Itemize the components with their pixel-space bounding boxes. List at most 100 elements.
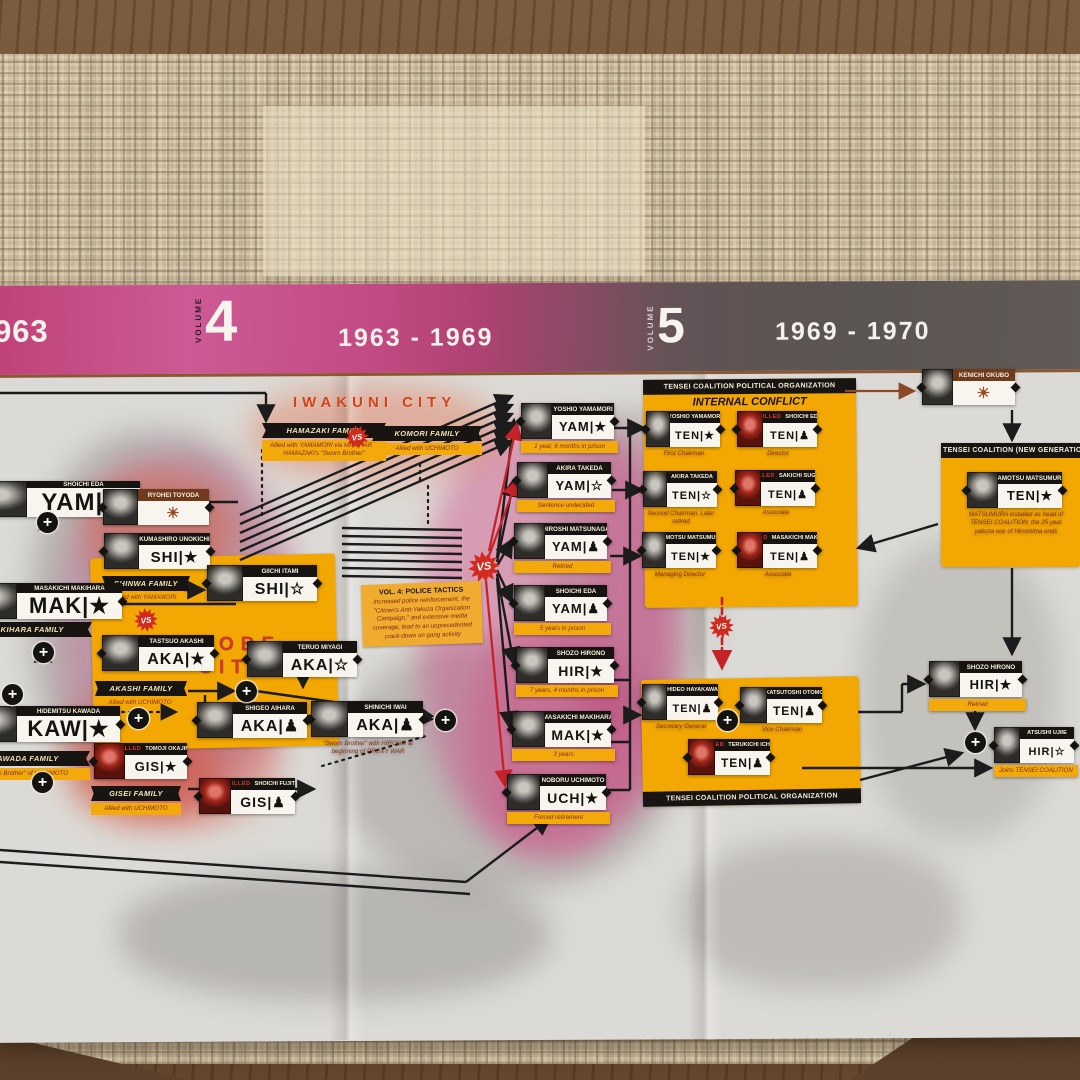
infobox-body: Increased police reinforcement, the "Cit… [372,595,473,641]
connector [341,566,463,572]
card-caption: Second Chairman; Later retired [647,510,715,526]
connector [855,522,939,553]
card-tag: GIS|♟ [231,790,295,814]
connector [495,537,514,567]
card-tag: KAW|★ [17,716,120,742]
card-right: KILLEDTERUKICHI ICHIOKATEN|♟ [715,739,770,775]
family-banner-akashi-family: AKASHI FAMILY Allied with UCHIMOTO [95,681,187,706]
card-name-header: SHOZO HIRONO [960,661,1022,673]
killed-label: KILLED [761,473,775,479]
card-tag: ☀ [953,381,1015,405]
card-name: KUMASHIRO UNOKICHI [139,535,210,543]
portrait-photo [514,585,545,621]
portrait-photo [688,739,715,775]
card-name: YOSHIO YAMAMORI [670,414,720,420]
family-banner-makihara-family: MAKIHARA FAMILY [0,622,92,637]
card-tag: TEN|★ [998,484,1062,508]
card-tag: SHI|★ [139,545,210,569]
portrait-photo [735,470,761,506]
card-name-header: HIROSHI MATSUNAGA [545,523,607,535]
card-okubo: KENICHI OKUBO☀ [922,369,1015,405]
card-caption: First Chairman [663,450,705,457]
card-caption: Director [767,450,789,457]
card-caption: 3 years [512,749,615,762]
portrait-photo [929,661,960,697]
card-name: MASAKICHI MAKIHARA [34,584,105,592]
portrait-photo [517,462,548,498]
card-name: GIICHI ITAMI [261,567,299,575]
card-name: AKIRA TAKEDA [671,474,713,480]
card-name-header: YOSHIO YAMAMORI [552,403,614,415]
card-name: YOSHIO YAMAMORI [553,405,613,413]
portrait-photo [643,471,667,507]
connector [0,848,467,884]
iwakuni-city-label: IWAKUNI CITY [293,394,457,411]
portrait-photo [514,523,545,559]
card-name: SHIGEO AIHARA [245,704,295,712]
card-unokichi: KUMASHIRO UNOKICHI SHI|★ [104,533,210,569]
card-right: KILLEDTOMOJI OKAJIMAGIS|★ [125,743,187,779]
portrait-photo [740,687,767,723]
connector [495,569,514,605]
family-banner-caption: Allied with UCHIMOTO [108,699,172,706]
card-caption: Vice Chairman [761,726,803,733]
card-name-header: SHIGEO AIHARA [233,702,307,714]
card-name: MASAKICHI MAKIHARA [771,535,817,541]
connector [465,816,552,883]
card-name-header: RYOHEI TOYODA [138,489,209,501]
card-tag: TEN|♟ [767,699,822,723]
card-name-header: KILLEDSAKICHI SUGITA [761,470,815,482]
card-name-header: KENICHI OKUBO [953,369,1015,381]
killed-label: KILLED [715,742,725,748]
family-banner-caption: Allied with YAMAMORI via MAKIHARA, HAMAZ… [262,440,386,461]
portrait-photo [247,641,283,677]
portrait-photo [642,532,666,568]
portrait-photo [521,403,552,439]
police-tactics-infobox: VOL. 4: POLICE TACTICS Increased police … [360,580,484,648]
card-name-header: TAMOTSU MATSUMURA [666,532,716,544]
connector [495,573,521,667]
card-name: HIDEMITSU KAWADA [36,707,101,715]
connector [341,542,463,548]
card-tag: UCH|★ [540,786,606,810]
card-name-header: AKIRA TAKEDA [667,471,717,483]
card-right: RYOHEI TOYODA☀ [138,489,209,525]
family-banner-ribbon: AKASHI FAMILY [95,681,187,696]
card-name: SHOZO HIRONO [556,649,606,657]
portrait-photo [199,778,231,814]
card-name: TERUO MIYAGI [297,643,343,651]
card-name-header: HIDEMITSU KAWADA [17,706,120,716]
card-tag: YAM|☆ [548,474,611,498]
card-name-header: KILLEDTOMOJI OKAJIMA [125,743,187,755]
card-name-header: AKIRA TAKEDA [548,462,611,474]
portrait-photo [737,532,763,568]
card-name: ATSUSHI UJIIE [1027,730,1067,736]
card-tag: MAK|★ [545,723,611,747]
card-name: SAKICHI SUGITA [778,473,815,479]
connector [0,860,471,896]
portrait-photo [104,533,139,569]
card-tag: AKA|★ [139,647,214,671]
